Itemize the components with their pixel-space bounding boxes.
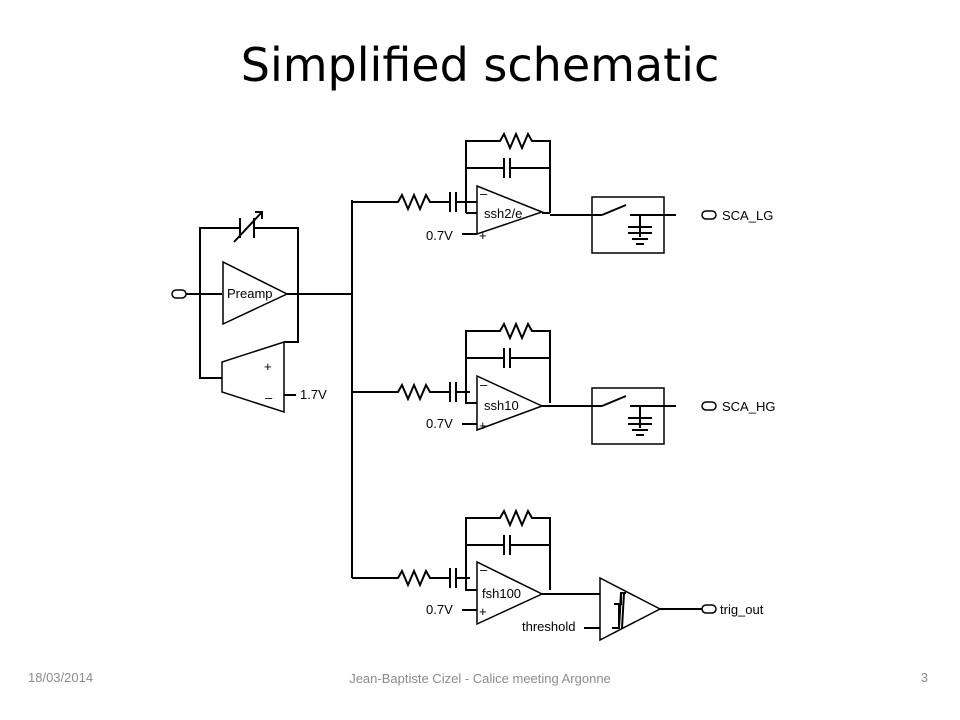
output-label: SCA_HG — [722, 399, 775, 414]
svg-text:+: + — [479, 228, 487, 243]
svg-text:+: + — [479, 604, 487, 619]
bias-label: 0.7V — [426, 602, 453, 617]
output-label: SCA_LG — [722, 208, 773, 223]
footer-presenter: Jean-Baptiste Cizel - Calice meeting Arg… — [349, 671, 611, 686]
variable-capacitor-arrow — [233, 211, 263, 243]
threshold-label: threshold — [522, 619, 575, 634]
shaper-label: ssh10 — [484, 398, 519, 413]
feedback-voltage-label: 1.7V — [300, 387, 327, 402]
slide-title: Simplified schematic — [240, 38, 720, 92]
svg-text:+: + — [479, 418, 487, 433]
feedback-minus: – — [265, 390, 273, 405]
bias-label: 0.7V — [426, 228, 453, 243]
comparator — [599, 576, 662, 642]
shaper-fsh100 — [476, 560, 544, 626]
shaper-ssh2e — [476, 184, 545, 236]
footer-date: 18/03/2014 — [28, 670, 94, 685]
preamp-feedback-wire — [199, 227, 299, 294]
svg-text:–: – — [480, 186, 488, 201]
channel-hg: – + ssh10 0.7V SCA_HG — [352, 323, 775, 445]
preamp-triangle — [222, 260, 289, 326]
feedback-plus: + — [264, 359, 272, 374]
bias-label: 0.7V — [426, 416, 453, 431]
page-number: 3 — [920, 670, 928, 685]
channel-lg: – + ssh2/e 0.7V SCA_LG — [352, 133, 773, 254]
svg-text:–: – — [480, 377, 488, 392]
input-pin — [171, 289, 187, 299]
output-label: trig_out — [720, 602, 764, 617]
channel-trigger: – + fsh100 0.7V threshold trig_out — [352, 510, 764, 642]
shaper-label: fsh100 — [482, 586, 521, 601]
shaper-label: ssh2/e — [484, 206, 522, 221]
feedback-opamp — [221, 340, 285, 414]
preamp-label: Preamp — [227, 286, 273, 301]
svg-text:–: – — [480, 562, 488, 577]
